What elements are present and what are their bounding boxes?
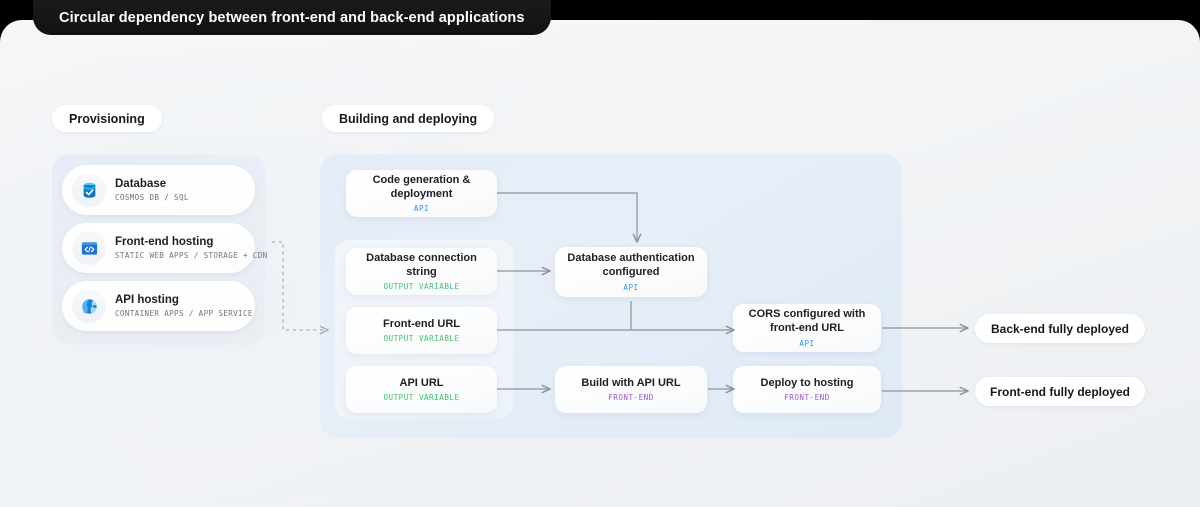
flow-node-deploy-to-hosting[interactable]: Deploy to hosting FRONT-END (733, 366, 881, 413)
node-tag: API (413, 204, 430, 214)
node-title: Front-end URL (383, 317, 460, 330)
database-icon (72, 173, 106, 207)
outcome-frontend-fully-deployed[interactable]: Front-end fully deployed (975, 377, 1145, 406)
node-title: Deploy to hosting (760, 376, 854, 389)
flow-node-code-generation[interactable]: Code generation & deployment API (346, 170, 497, 217)
node-title: Database connection string (366, 251, 477, 278)
provisioning-item-subtitle: STATIC WEB APPS / STORAGE + CDN (115, 251, 268, 261)
node-tag: OUTPUT VARIABLE (383, 282, 460, 292)
node-tag: FRONT-END (608, 393, 654, 403)
node-tag: FRONT-END (784, 393, 830, 403)
outcome-backend-fully-deployed[interactable]: Back-end fully deployed (975, 314, 1145, 343)
provisioning-item-title: Database (115, 177, 167, 190)
provisioning-item-frontend-hosting[interactable]: Front-end hosting STATIC WEB APPS / STOR… (62, 223, 267, 273)
node-title: Code generation & deployment (372, 173, 471, 200)
node-title: API URL (399, 376, 444, 389)
node-tag: API (799, 338, 815, 348)
section-label-building-deploying: Building and deploying (322, 105, 495, 132)
flow-node-database-authentication[interactable]: Database authentication configured API (555, 247, 707, 297)
node-tag: API (623, 282, 639, 292)
provisioning-item-subtitle: CONTAINER APPS / APP SERVICE (115, 309, 253, 319)
section-label-provisioning: Provisioning (52, 105, 162, 132)
code-window-icon (72, 231, 106, 265)
diagram-title: Circular dependency between front-end an… (33, 0, 551, 35)
flow-node-database-connection-string[interactable]: Database connection string OUTPUT VARIAB… (346, 248, 497, 295)
provisioning-item-api-hosting[interactable]: API hosting CONTAINER APPS / APP SERVICE (62, 281, 255, 331)
page-card: Provisioning Building and deploying Data… (0, 20, 1200, 507)
node-title: CORS configured with front-end URL (748, 308, 866, 334)
node-title: Database authentication configured (567, 252, 695, 278)
node-tag: OUTPUT VARIABLE (383, 393, 460, 403)
provisioning-item-title: Front-end hosting (115, 235, 214, 248)
flow-node-cors-configured[interactable]: CORS configured with front-end URL API (733, 304, 881, 352)
provisioning-item-subtitle: COSMOS DB / SQL (115, 193, 189, 203)
provisioning-item-database[interactable]: Database COSMOS DB / SQL (62, 165, 255, 215)
node-title: Build with API URL (581, 376, 681, 389)
flow-node-build-with-api-url[interactable]: Build with API URL FRONT-END (555, 366, 707, 413)
flow-node-api-url[interactable]: API URL OUTPUT VARIABLE (346, 366, 497, 413)
node-tag: OUTPUT VARIABLE (383, 334, 460, 344)
flow-node-frontend-url[interactable]: Front-end URL OUTPUT VARIABLE (346, 307, 497, 354)
provisioning-item-title: API hosting (115, 293, 179, 306)
globe-icon (72, 289, 106, 323)
